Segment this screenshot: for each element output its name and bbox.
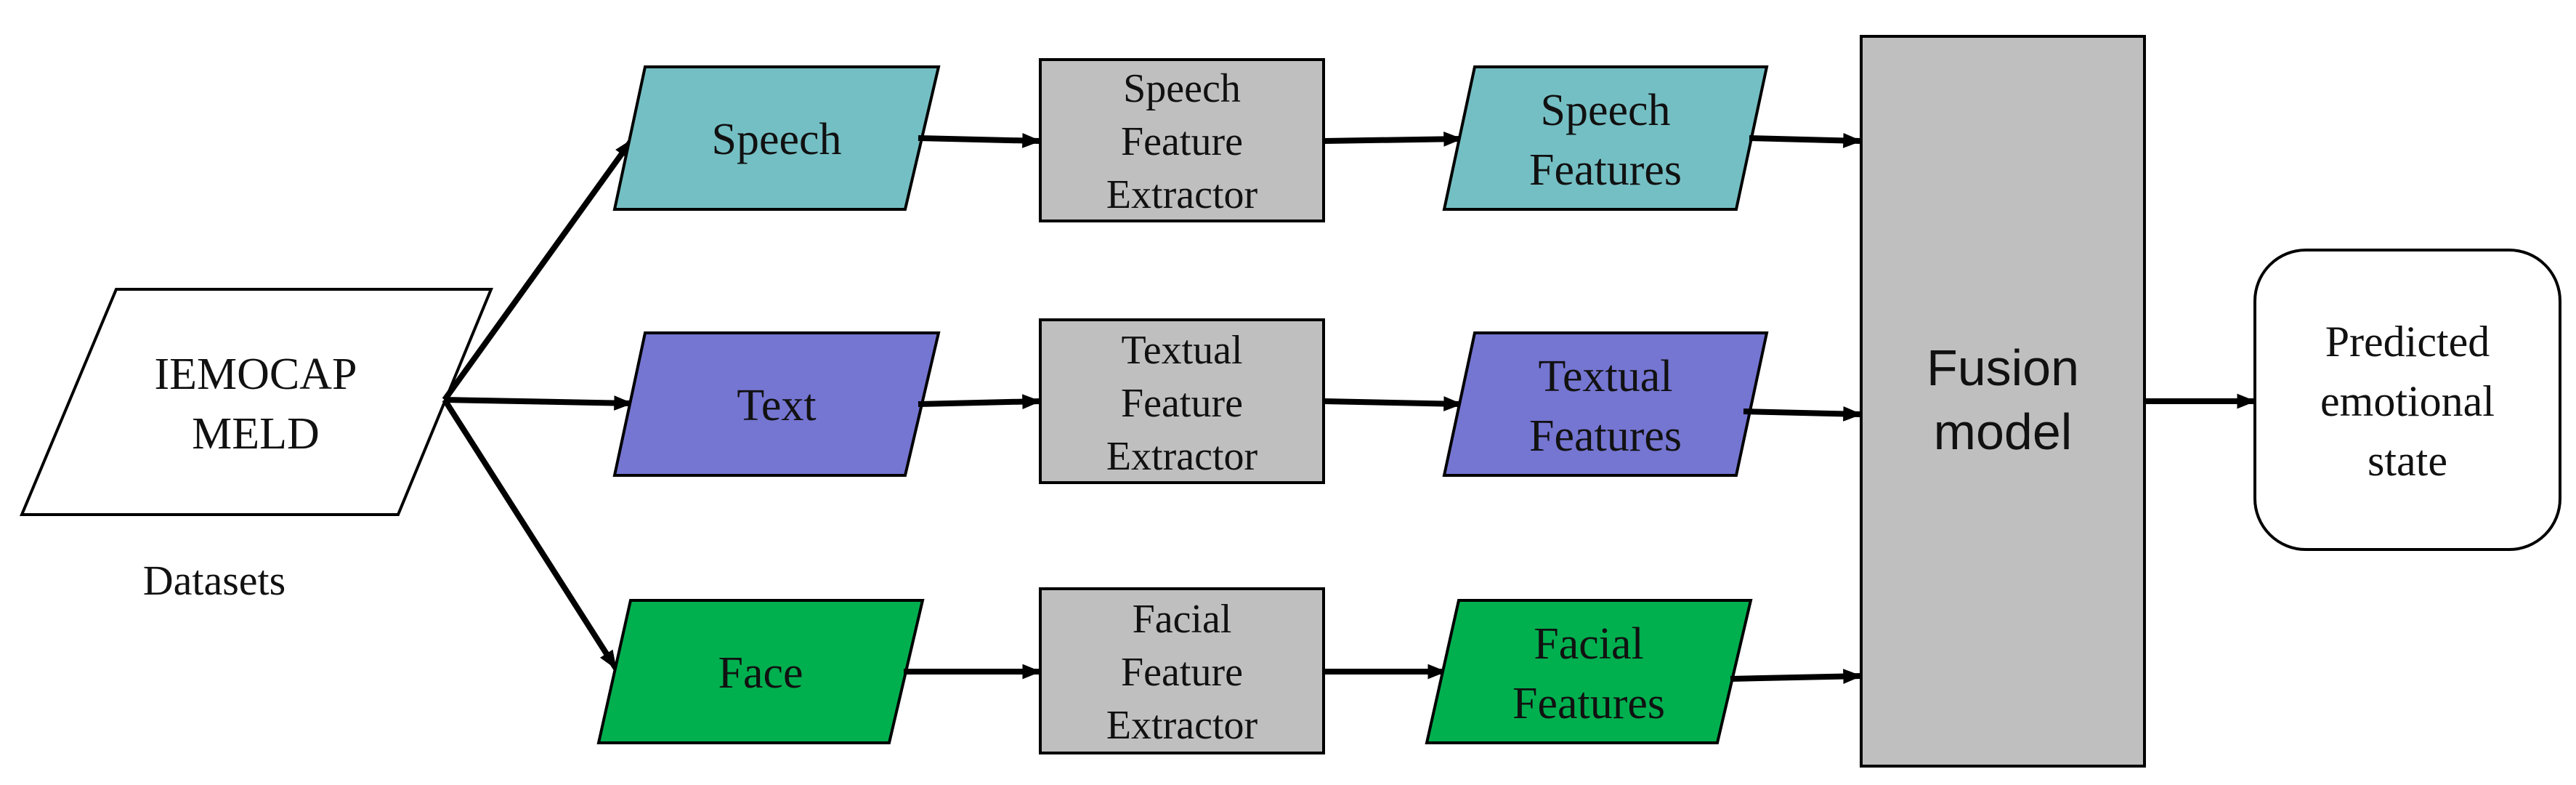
arrow-dataset-to-face [442,398,619,671]
text-input-node: Text [612,331,941,477]
speech-features-line1: Speech [1540,86,1670,135]
arrow-speech-features-to-fusion [1749,132,1863,148]
arrow-dataset-to-text [444,395,633,411]
dataset-label-line2: MELD [192,409,320,459]
face-input-shape [596,599,925,744]
speech-extractor-box [1039,58,1325,222]
text-features-shape [1442,331,1769,477]
fusion-node: Fusion model [1860,35,2146,768]
dataset-label-line1: IEMOCAP [154,350,357,399]
text-extractor-line1: Textual [1121,328,1242,373]
text-extractor-node: Textual Feature Extractor [1039,318,1325,484]
face-features-line1: Facial [1534,619,1644,669]
fusion-box [1860,35,2146,768]
speech-input-node: Speech [612,65,941,211]
output-label-line1: Predicted [2325,318,2490,366]
speech-features-node: Speech Features [1442,65,1769,211]
arrow-text-extractor-to-features [1323,396,1463,411]
dataset-shape [19,288,493,516]
arrow-speech-extractor-to-features [1323,131,1463,147]
arrow-face-features-to-fusion [1730,669,1863,684]
face-extractor-line1: Facial [1133,597,1232,642]
text-input-label: Text [737,381,816,430]
face-extractor-node: Facial Feature Extractor [1039,587,1325,754]
face-features-shape [1425,599,1753,744]
dataset-node: IEMOCAP MELD [19,288,493,516]
output-node: Predicted emotional state [2253,249,2561,551]
arrow-text-to-extractor [918,394,1042,409]
face-extractor-line3: Extractor [1106,703,1258,748]
face-input-label: Face [718,648,803,698]
output-box [2253,249,2561,551]
face-input-node: Face [596,599,925,744]
face-features-line2: Features [1512,679,1665,728]
text-features-node: Textual Features [1442,331,1769,477]
text-features-line1: Textual [1538,352,1672,401]
arrow-text-features-to-fusion [1743,406,1863,422]
speech-extractor-line2: Feature [1121,119,1243,164]
text-features-line2: Features [1529,411,1682,461]
speech-extractor-line1: Speech [1123,66,1241,111]
dataset-caption: Datasets [143,557,286,604]
fusion-label-line1: Fusion [1927,339,2079,396]
speech-input-shape [612,65,941,211]
output-label-line3: state [2368,437,2447,485]
output-label-line2: emotional [2320,377,2495,425]
text-extractor-line3: Extractor [1106,434,1258,479]
speech-features-line2: Features [1529,145,1682,195]
speech-extractor-node: Speech Feature Extractor [1039,58,1325,222]
face-extractor-line2: Feature [1121,650,1243,695]
text-input-shape [612,331,941,477]
speech-input-label: Speech [711,115,841,164]
arrow-dataset-to-speech [442,137,635,402]
speech-extractor-line3: Extractor [1106,172,1258,217]
text-extractor-box [1039,318,1325,484]
fusion-label-line2: model [1934,403,2073,460]
face-extractor-box [1039,587,1325,754]
speech-features-shape [1442,65,1769,211]
face-features-node: Facial Features [1425,599,1753,744]
arrow-speech-to-extractor [918,133,1042,148]
text-extractor-line2: Feature [1121,381,1243,426]
